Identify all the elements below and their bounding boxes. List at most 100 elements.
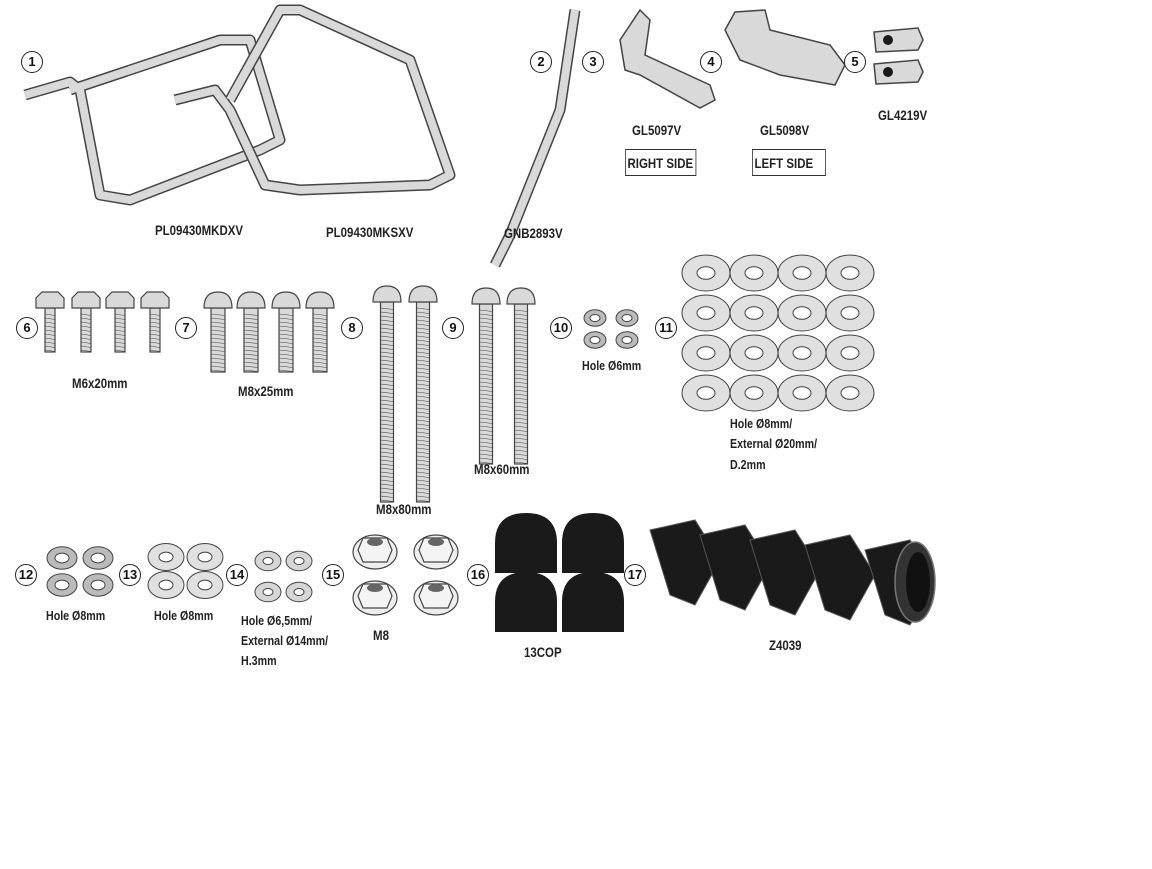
bolt-m8x25-thread bbox=[210, 325, 226, 328]
bolt-m8x80-thread bbox=[416, 467, 430, 470]
bolt-m6x20-thread bbox=[114, 317, 126, 320]
bolt-m8x25-thread bbox=[243, 341, 259, 344]
bolt-m8x80-thread bbox=[416, 459, 430, 462]
bolt-m8x25-thread bbox=[312, 349, 328, 352]
bolt-m8x25-thread bbox=[278, 349, 294, 352]
bolt-m8x60-head bbox=[471, 287, 501, 305]
item-number-17: 17 bbox=[624, 564, 646, 586]
bolt-m8x80-thread bbox=[416, 395, 430, 398]
bolt-m8x80-thread bbox=[416, 475, 430, 478]
bolt-m8x60-thread bbox=[479, 361, 493, 364]
bolt-m6x20-thread bbox=[80, 337, 92, 340]
bolt-m8x60-thread bbox=[514, 461, 528, 464]
label-pl09430mksxv: PL09430MKSXV bbox=[326, 224, 414, 240]
bolt-m8x60-thread bbox=[514, 457, 528, 460]
bracket-gl5098v bbox=[724, 9, 846, 86]
bolt-m6x20-thread bbox=[44, 337, 56, 340]
bracket-gl5097v bbox=[619, 8, 716, 109]
bolt-m8x60-thread bbox=[514, 337, 528, 340]
bolt-m8x60-thread bbox=[479, 337, 493, 340]
bolt-m8x60-thread bbox=[514, 413, 528, 416]
bolt-m8x25-thread bbox=[210, 337, 226, 340]
right-pannier-frame bbox=[23, 36, 284, 204]
bolt-m8x25-thread bbox=[210, 333, 226, 336]
bolt-m8x80-thread bbox=[380, 419, 394, 422]
bolt-m8x80-thread bbox=[380, 475, 394, 478]
label-m8x25: M8x25mm bbox=[238, 383, 294, 399]
bolt-m8x60-thread bbox=[514, 377, 528, 380]
bolt-m8x25-thread bbox=[243, 313, 259, 316]
bolt-m8x80-thread bbox=[416, 447, 430, 450]
bolt-m8x25-thread bbox=[210, 313, 226, 316]
bolt-m8x80-thread bbox=[416, 391, 430, 394]
bolt-m8x60-thread bbox=[479, 309, 493, 312]
bolt-m8x60-thread bbox=[479, 377, 493, 380]
label-hole-6: Hole Ø6mm bbox=[582, 358, 642, 373]
label-hole-8b: Hole Ø8mm bbox=[154, 608, 214, 623]
label-13cop: 13COP bbox=[524, 644, 562, 660]
label-washer-line2: External Ø20mm/ bbox=[730, 436, 818, 451]
bolt-m8x25-thread bbox=[278, 353, 294, 356]
bolt-m8x60-thread bbox=[479, 393, 493, 396]
spring-washer-8mm-hole bbox=[54, 579, 70, 591]
flat-washer-8mm-hole bbox=[744, 346, 764, 360]
bolt-m8x60-thread bbox=[479, 373, 493, 376]
bolt-m8x80-thread bbox=[416, 407, 430, 410]
spring-washer-8mm-hole bbox=[90, 579, 106, 591]
flat-washer-8mm-hole bbox=[696, 266, 716, 280]
item-number-10: 10 bbox=[550, 317, 572, 339]
bolt-m8x25-thread bbox=[210, 321, 226, 324]
bolt-m8x80-thread bbox=[380, 443, 394, 446]
bolt-m8x80-thread bbox=[416, 367, 430, 370]
bolt-m8x80-thread bbox=[416, 483, 430, 486]
bolt-m8x60-thread bbox=[514, 353, 528, 356]
bolt-m8x60-thread bbox=[514, 345, 528, 348]
bolt-m6x20-thread bbox=[149, 321, 161, 324]
bolt-m8x80-thread bbox=[416, 491, 430, 494]
bolt-m8x60-thread bbox=[514, 445, 528, 448]
flat-washer-8mm-b-hole bbox=[197, 551, 213, 563]
label-hole-8a: Hole Ø8mm bbox=[46, 608, 106, 623]
bolt-m8x60-thread bbox=[514, 421, 528, 424]
bolt-m8x60-thread bbox=[479, 461, 493, 464]
bolt-m6x20-thread bbox=[149, 349, 161, 352]
bolt-m8x80-thread bbox=[380, 451, 394, 454]
bolt-m8x60-thread bbox=[514, 333, 528, 336]
bolt-m8x80-thread bbox=[416, 311, 430, 314]
bolt-m8x60-thread bbox=[514, 441, 528, 444]
bolt-m8x80-head bbox=[408, 285, 438, 303]
bolt-m8x60-thread bbox=[514, 309, 528, 312]
bolt-m8x60-thread bbox=[479, 329, 493, 332]
bolt-m8x80-thread bbox=[416, 487, 430, 490]
label-small-washer-line1: Hole Ø6,5mm/ bbox=[241, 613, 313, 628]
bolt-m8x60-thread bbox=[479, 445, 493, 448]
bolt-m8x80-thread bbox=[380, 347, 394, 350]
bolt-m8x60-thread bbox=[479, 325, 493, 328]
flat-washer-8mm-hole bbox=[744, 306, 764, 320]
flat-washer-8mm-hole bbox=[840, 346, 860, 360]
label-gnb2893v: GNB2893V bbox=[504, 225, 563, 241]
item-number-1: 1 bbox=[21, 51, 43, 73]
bolt-m8x60-thread bbox=[514, 381, 528, 384]
bolt-m8x80-head bbox=[372, 285, 402, 303]
bolt-m8x25-thread bbox=[312, 345, 328, 348]
bolt-m8x25-thread bbox=[312, 333, 328, 336]
bolt-m8x60-thread bbox=[479, 385, 493, 388]
bolt-m8x25-thread bbox=[312, 353, 328, 356]
bolt-m8x80-thread bbox=[380, 447, 394, 450]
bolt-m8x60-thread bbox=[514, 313, 528, 316]
bolt-m6x20-thread bbox=[44, 349, 56, 352]
spacer-gl4219v bbox=[873, 27, 924, 53]
bolt-m8x80-thread bbox=[380, 439, 394, 442]
bolt-m8x25-thread bbox=[243, 357, 259, 360]
bolt-m8x60-thread bbox=[514, 425, 528, 428]
bolt-m8x60-thread bbox=[479, 313, 493, 316]
bolt-m8x60-thread bbox=[514, 365, 528, 368]
flat-washer-8mm-hole bbox=[792, 346, 812, 360]
bolt-m8x80-thread bbox=[416, 403, 430, 406]
bolt-m8x80-thread bbox=[380, 343, 394, 346]
grab-bar-gnb2893v bbox=[491, 9, 579, 267]
bolt-m8x25-thread bbox=[243, 317, 259, 320]
label-z4039: Z4039 bbox=[769, 637, 802, 653]
bolt-m8x25-thread bbox=[243, 325, 259, 328]
